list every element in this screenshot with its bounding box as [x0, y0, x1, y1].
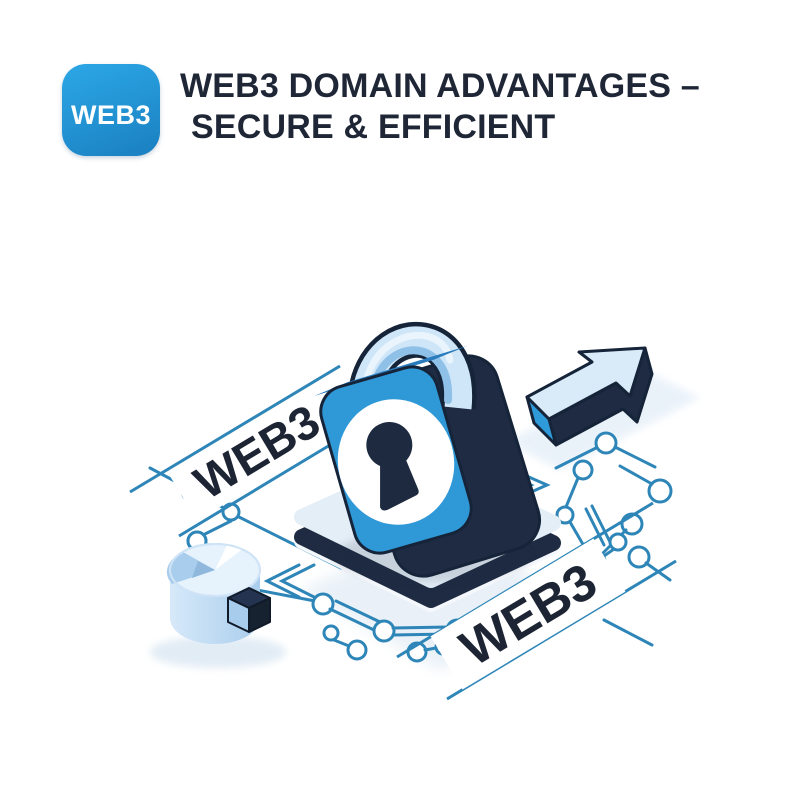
keyhole-icon: [337, 399, 455, 525]
title-line-1: WEB3 DOMAIN ADVANTAGES –: [180, 67, 700, 105]
web3-label-left-text: WEB3: [185, 394, 329, 509]
left-band-edge-bottom: [178, 443, 331, 538]
title-line-2: SECURE & EFFICIENT: [191, 108, 556, 146]
chevron-left-icon: [263, 563, 316, 599]
page-title: WEB3 DOMAIN ADVANTAGES – SECURE & EFFICI…: [180, 66, 740, 148]
web3-badge: WEB3: [62, 64, 160, 156]
arrow-icon: [525, 346, 654, 447]
cube-icon: [227, 587, 271, 633]
padlock-icon: [314, 321, 541, 578]
web3-badge-label: WEB3: [70, 99, 151, 130]
header: WEB3 WEB3 DOMAIN ADVANTAGES – SECURE & E…: [0, 0, 800, 180]
left-band-edge-top: [129, 364, 341, 494]
